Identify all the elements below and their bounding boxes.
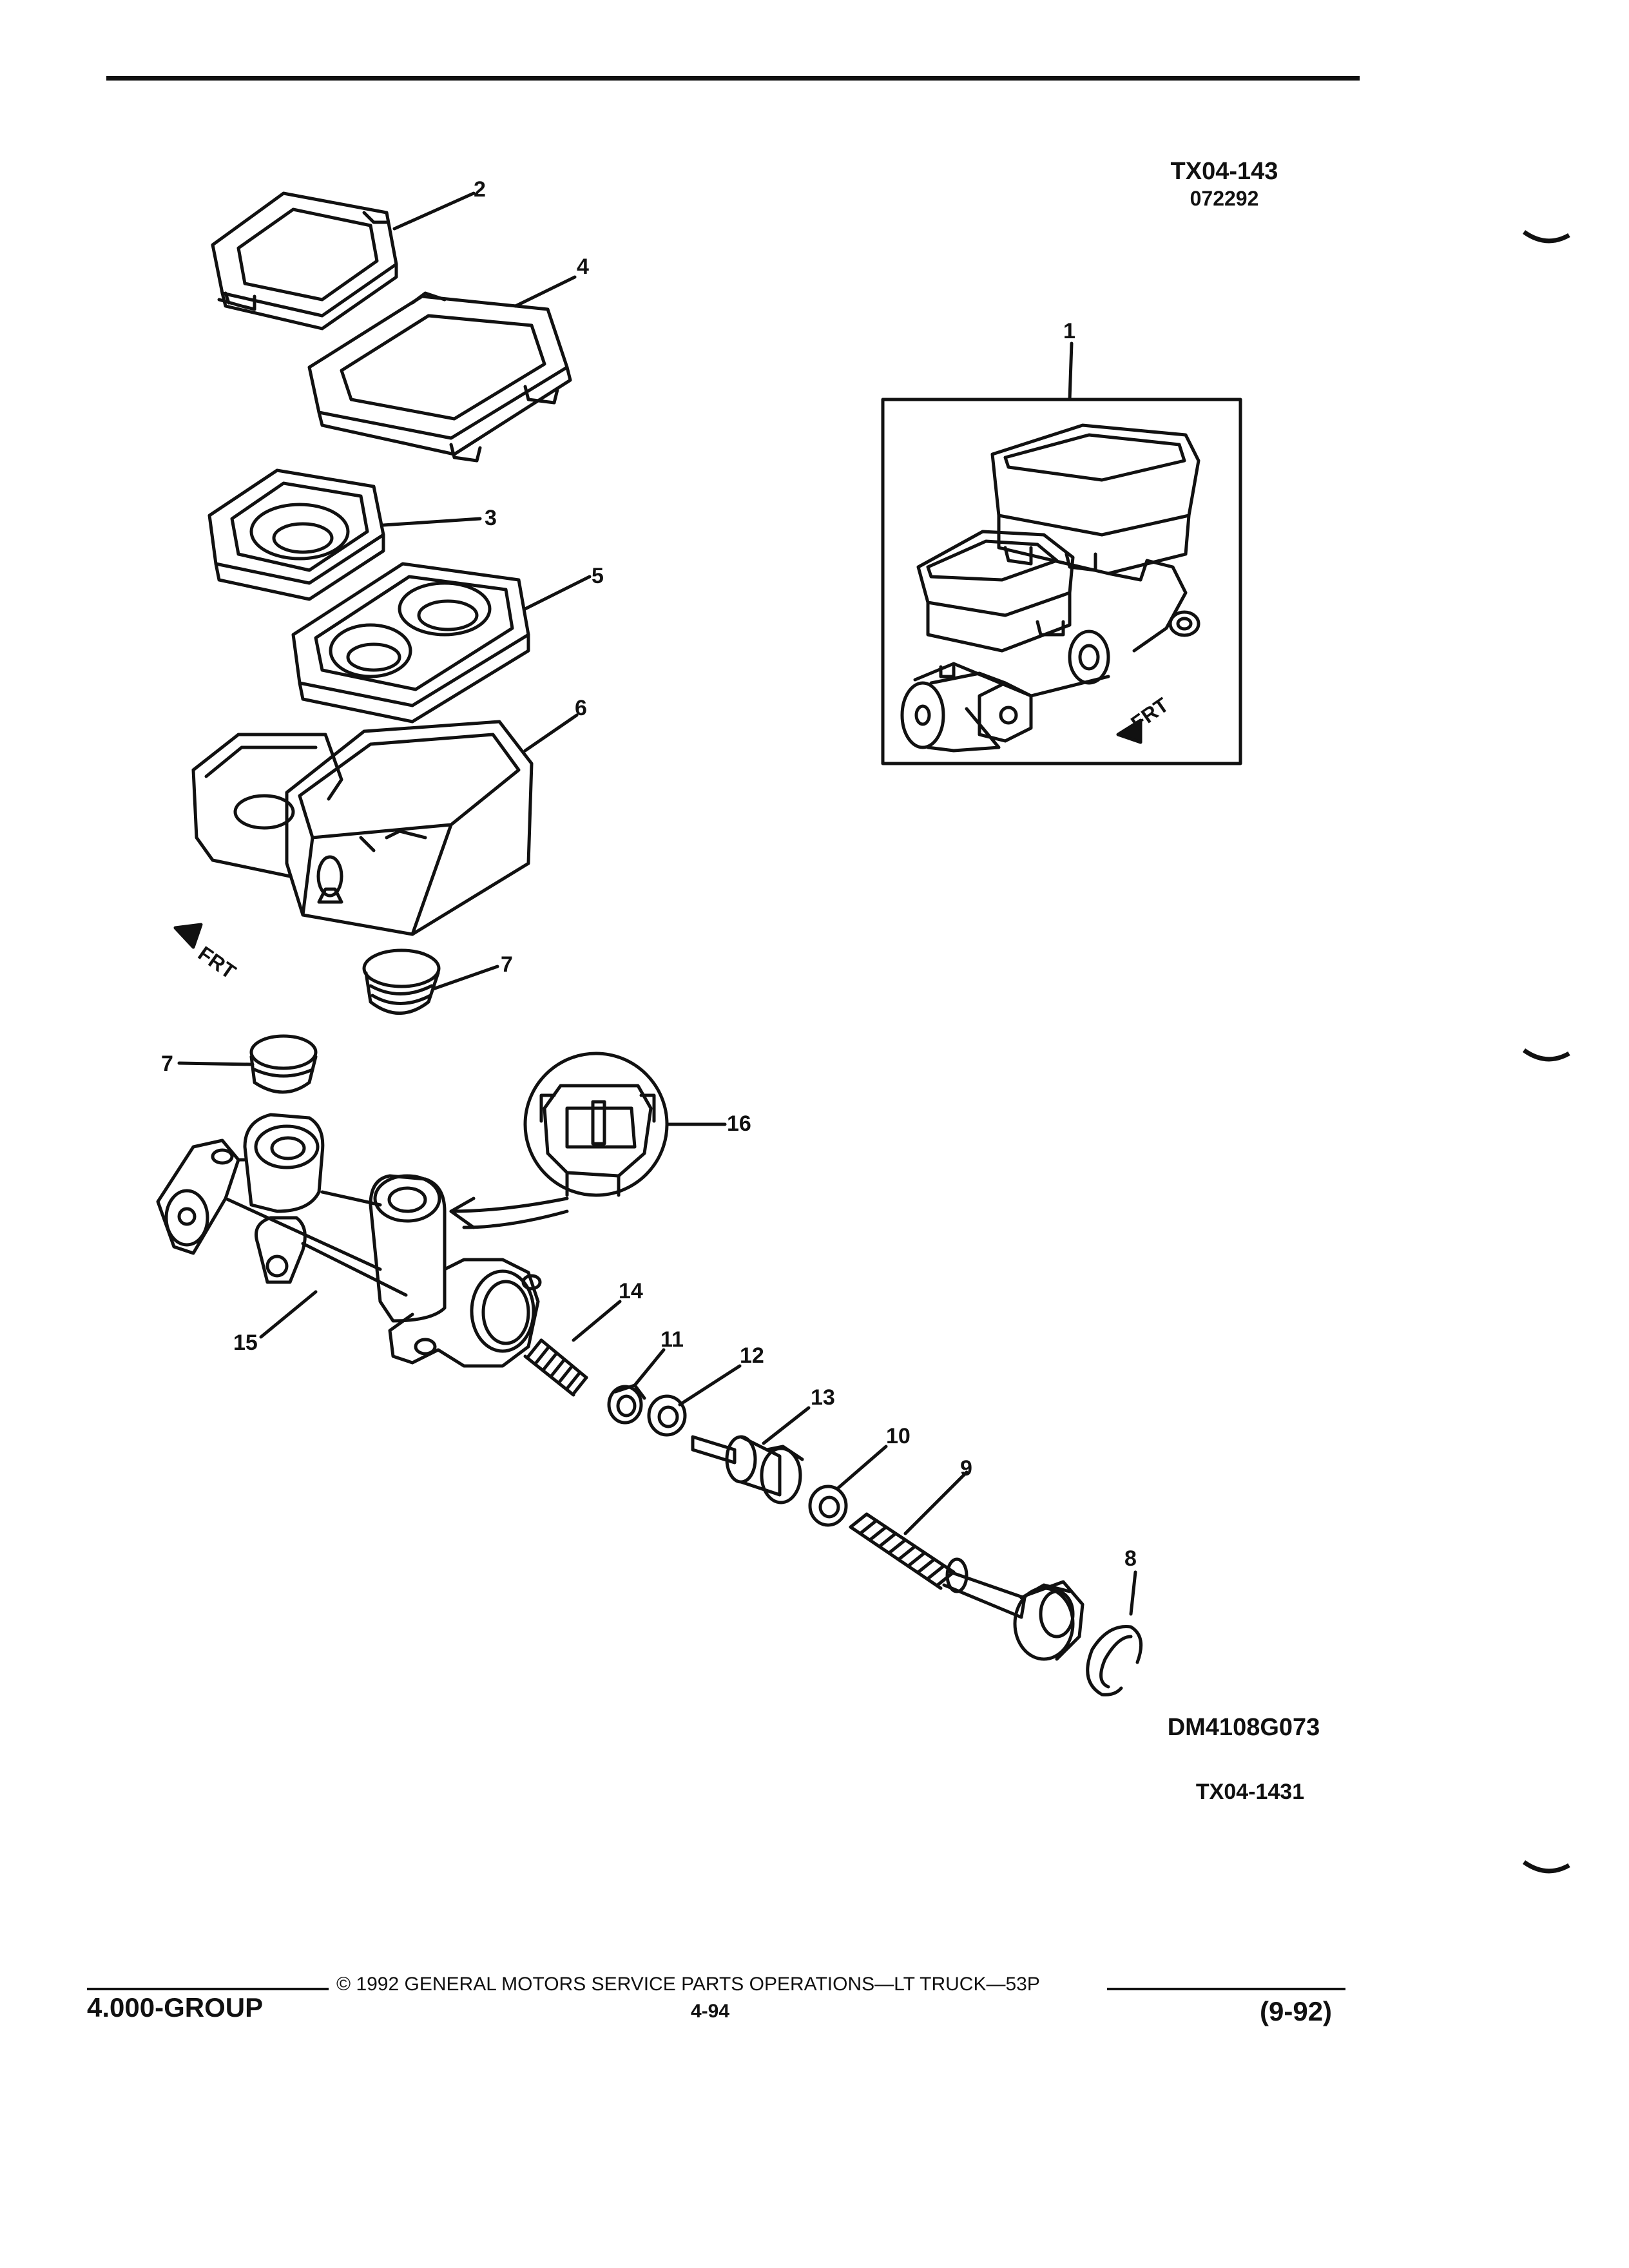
part-4-large-cover [307, 291, 572, 463]
part-label-1: 1 [1063, 319, 1075, 343]
part-label-16: 16 [727, 1111, 751, 1136]
part-3-small-diaphragm [207, 468, 385, 601]
part-13-secondary-piston [691, 1435, 804, 1504]
edge-mark [1522, 1048, 1570, 1062]
part-2-small-cover [211, 191, 398, 331]
footer-copyright: © 1992 GENERAL MOTORS SERVICE PARTS OPER… [336, 1974, 1040, 1995]
part-label-13: 13 [811, 1385, 835, 1410]
ref-code: TX04-143 [1170, 158, 1278, 185]
part-10-washer [808, 1485, 848, 1527]
header-rule [106, 76, 1360, 81]
part-6-reservoir [191, 720, 534, 936]
frt-arrow-right [1116, 718, 1142, 744]
edge-mark [1522, 1860, 1570, 1874]
part-label-12: 12 [740, 1343, 764, 1368]
part-7-grommet-upper [362, 948, 441, 1015]
footer-edition: (9-92) [1260, 1996, 1333, 2026]
footer-page-number: 4-94 [691, 2001, 730, 2022]
part-5-large-diaphragm [291, 562, 530, 724]
part-1-assembly-inset [881, 398, 1242, 765]
edge-mark [1522, 230, 1570, 244]
part-16-detail-inset [523, 1052, 669, 1197]
part-label-8: 8 [1124, 1546, 1137, 1571]
part-label-10: 10 [886, 1424, 911, 1448]
part-9-primary-piston [849, 1512, 1084, 1661]
part-8-snap-ring [1086, 1624, 1143, 1696]
part-label-6: 6 [575, 696, 587, 720]
part-label-7-lower: 7 [161, 1052, 173, 1076]
figure-code: TX04-1431 [1195, 1780, 1305, 1804]
part-label-15: 15 [233, 1331, 258, 1355]
part-label-5: 5 [592, 564, 604, 588]
part-label-7-upper: 7 [501, 952, 513, 977]
frt-arrow-left [173, 923, 203, 949]
footer-rule-left [87, 1988, 329, 1990]
part-label-4: 4 [577, 255, 589, 279]
part-label-2: 2 [474, 177, 486, 202]
footer-rule-right [1107, 1988, 1345, 1990]
part-label-3: 3 [485, 506, 497, 530]
footer-group: 4.000-GROUP [87, 1992, 264, 2023]
part-15-cylinder-body [156, 1113, 542, 1368]
drawing-code: DM4108G073 [1167, 1714, 1320, 1741]
part-7-grommet-lower [249, 1034, 318, 1094]
part-label-9: 9 [960, 1456, 972, 1481]
frt-label-left: FRT [194, 941, 240, 983]
ref-date: 072292 [1190, 187, 1259, 210]
part-11-seal [607, 1383, 646, 1425]
part-14-spring [523, 1338, 588, 1397]
part-label-14: 14 [619, 1279, 643, 1303]
part-label-11: 11 [660, 1327, 684, 1352]
part-12-washer [647, 1394, 687, 1437]
